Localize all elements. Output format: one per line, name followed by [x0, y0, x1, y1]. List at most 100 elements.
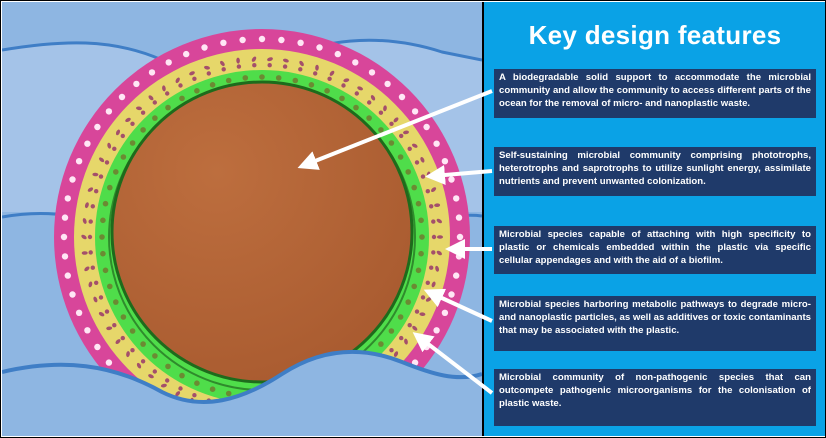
microbe-dot [355, 91, 359, 95]
microbe-dot [192, 77, 196, 81]
microbe-dot [94, 124, 100, 130]
microbe-dot [222, 67, 226, 71]
microbe-dot [121, 336, 125, 340]
microbe-dot [106, 108, 112, 114]
brown-core [112, 82, 412, 382]
microbe-dot [411, 185, 417, 191]
microbe-dot [369, 69, 375, 75]
microbe-dot [426, 189, 430, 193]
microbe-dot [207, 71, 211, 75]
microbe-dot [69, 176, 75, 182]
microbe-dot [389, 122, 393, 126]
panel-title: Key design features [484, 20, 826, 51]
microbe-dot [259, 36, 265, 42]
microbe-dot [119, 94, 125, 100]
microbe-dot [105, 160, 109, 164]
microbe-dot [309, 82, 315, 88]
microbe-dot [210, 386, 216, 392]
microbe-dot [94, 281, 98, 285]
microbe-dot [107, 284, 113, 290]
microbe-dot [419, 234, 425, 240]
microbe-dot [442, 158, 448, 164]
microbe-dot [88, 235, 92, 239]
microbe-dot [194, 380, 200, 386]
microbe-dot [399, 94, 405, 100]
microbe-dot [103, 201, 109, 207]
feature-box-self-sustaining-community: Self-sustaining microbial community comp… [494, 147, 816, 196]
feature-box-solid-support: A biodegradable solid support to accommo… [494, 69, 816, 118]
microbe-dot [423, 344, 429, 350]
microbe-dot [192, 393, 196, 397]
microbe-dot [152, 115, 158, 121]
microbe-dot [278, 37, 284, 43]
microbe-dot [243, 75, 249, 81]
microbe-dot [201, 44, 207, 50]
microbe-dot [121, 134, 125, 138]
microbe-dot [237, 64, 241, 68]
microbe-dot [130, 328, 136, 334]
feature-box-degradation-pathways: Microbial species harboring metabolic pa… [494, 296, 816, 351]
microbe-dot [433, 141, 439, 147]
microbe-dot [378, 341, 384, 347]
microbe-dot [453, 272, 459, 278]
microbe-dot [283, 64, 287, 68]
microbe-dot [341, 83, 345, 87]
microbe-dot [76, 310, 82, 316]
microbe-dot [276, 75, 282, 81]
microbe-dot [416, 268, 422, 274]
microbe-dot [379, 111, 383, 115]
microbe-dot [324, 88, 330, 94]
microbe-dot [456, 214, 462, 220]
microbe-dot [411, 284, 417, 290]
microbe-dot [378, 127, 384, 133]
microbe-dot [130, 122, 134, 126]
microbe-dot [94, 344, 100, 350]
microbe-dot [141, 111, 145, 115]
microbe-dot [165, 364, 171, 370]
microbe-dot [418, 251, 424, 257]
microbe-dot [389, 140, 395, 146]
microbe-dot [252, 63, 256, 67]
microbe-dot [421, 295, 425, 299]
microbe-dot [165, 378, 169, 382]
microbe-dot [313, 71, 317, 75]
microbe-dot [112, 323, 116, 327]
microbe-dot [366, 115, 372, 121]
microbe-dot [62, 253, 68, 259]
microbe-dot [415, 160, 419, 164]
microbe-dot [353, 105, 359, 111]
microbial-bead-illustration [2, 2, 482, 436]
microbe-dot [457, 234, 463, 240]
microbe-dot [412, 108, 418, 114]
microbe-dot [442, 310, 448, 316]
microbe-dot [69, 291, 75, 297]
microbe-dot [389, 328, 395, 334]
microbe-dot [84, 327, 90, 333]
microbe-dot [456, 253, 462, 259]
microbe-dot [423, 124, 429, 130]
microbe-dot [389, 348, 393, 352]
microbe-dot [133, 81, 139, 87]
microbe-dot [141, 359, 145, 363]
microbe-dot [335, 51, 341, 57]
microbe-dot [298, 67, 302, 71]
microbe-dot [112, 147, 116, 151]
microbe-dot [408, 323, 412, 327]
microbe-dot [61, 234, 67, 240]
microbe-dot [62, 214, 68, 220]
microbe-dot [65, 195, 71, 201]
microbe-dot [194, 88, 200, 94]
microbe-dot [398, 154, 404, 160]
microbe-dot [433, 327, 439, 333]
microbe-dot [103, 268, 109, 274]
microbe-dot [408, 147, 412, 151]
microbe-dot [84, 141, 90, 147]
microbe-dot [153, 100, 157, 104]
microbe-dot [140, 127, 146, 133]
microbe-dot [100, 218, 106, 224]
microbe-dot [106, 359, 112, 365]
microbe-dot [65, 272, 71, 278]
microbe-dot [426, 281, 430, 285]
microbe-dot [429, 266, 433, 270]
